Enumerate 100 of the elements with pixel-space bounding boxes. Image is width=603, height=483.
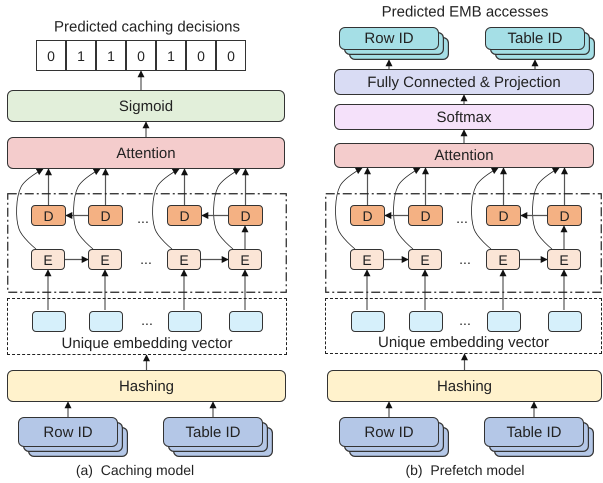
decoder-box: D bbox=[408, 205, 443, 226]
projection-layer: Fully Connected & Projection bbox=[334, 69, 594, 95]
arrow bbox=[561, 167, 568, 205]
arrow bbox=[16, 168, 44, 250]
embedding-region bbox=[325, 298, 602, 354]
arrow bbox=[520, 256, 548, 263]
ellipsis: ... bbox=[140, 252, 152, 266]
embedding-box bbox=[229, 311, 263, 332]
ellipsis: ... bbox=[459, 252, 471, 266]
arrow bbox=[210, 401, 216, 417]
arrow bbox=[142, 121, 150, 137]
ellipsis: ... bbox=[459, 313, 471, 327]
decoder-box: D bbox=[486, 205, 521, 226]
arrow bbox=[386, 59, 392, 69]
arrow bbox=[143, 354, 150, 370]
output-cell: 0 bbox=[216, 40, 246, 71]
ellipsis: ... bbox=[141, 313, 153, 327]
arrow bbox=[73, 168, 101, 250]
arrow bbox=[500, 167, 507, 205]
arrow bbox=[44, 269, 52, 310]
arrow bbox=[532, 59, 538, 69]
region-caption: Unique embedding vector bbox=[62, 336, 232, 351]
arrow bbox=[102, 168, 109, 205]
embedding-box bbox=[487, 311, 521, 332]
arrow bbox=[180, 269, 188, 310]
arrow bbox=[530, 401, 538, 417]
arrow bbox=[242, 168, 249, 205]
ellipsis: ... bbox=[456, 211, 468, 225]
region-caption: Unique embedding vector bbox=[378, 335, 549, 350]
hashing-layer: Hashing bbox=[7, 370, 286, 402]
embedding-box bbox=[351, 311, 385, 332]
arrow bbox=[242, 225, 248, 249]
embedding-region bbox=[7, 298, 287, 355]
arrow bbox=[461, 353, 468, 370]
decoder-box: D bbox=[167, 205, 202, 226]
arrow bbox=[335, 168, 363, 250]
heading-label: Predicted EMB accesses bbox=[382, 4, 548, 20]
decoder-box: D bbox=[547, 205, 582, 226]
arrow bbox=[242, 269, 248, 310]
encoder-box: E bbox=[228, 249, 262, 270]
arrow bbox=[560, 269, 568, 310]
attention-layer: Attention bbox=[334, 143, 594, 168]
softmax-layer: Softmax bbox=[334, 104, 594, 130]
decoder-box: D bbox=[88, 205, 123, 226]
output-cell: 0 bbox=[36, 40, 66, 71]
caption: (a) Caching model bbox=[76, 463, 194, 477]
arrow bbox=[102, 269, 108, 310]
caption: (b) Prefetch model bbox=[405, 463, 525, 477]
arrow bbox=[471, 168, 499, 250]
arrow bbox=[500, 269, 506, 310]
encoder-box: E bbox=[88, 249, 122, 270]
output-cell: 1 bbox=[156, 40, 186, 71]
arrow bbox=[560, 225, 568, 249]
decoder-box: D bbox=[350, 205, 385, 226]
embedding-box bbox=[548, 311, 582, 332]
arrow bbox=[422, 269, 428, 310]
arrow bbox=[460, 129, 468, 143]
arrow bbox=[364, 167, 371, 205]
embedding-box bbox=[409, 311, 443, 332]
embedding-box bbox=[89, 311, 123, 332]
arrow bbox=[64, 401, 72, 417]
embedding-box bbox=[168, 311, 202, 332]
arrow bbox=[364, 269, 370, 310]
heading-label: Predicted caching decisions bbox=[54, 20, 240, 34]
ellipsis: ... bbox=[137, 211, 149, 225]
encoder-decoder-region bbox=[325, 193, 602, 293]
arrow bbox=[45, 168, 52, 205]
encoder-box: E bbox=[486, 249, 520, 270]
decoder-box: D bbox=[31, 205, 66, 226]
arrow bbox=[422, 167, 429, 205]
encoder-box: E bbox=[31, 249, 65, 270]
hashing-layer: Hashing bbox=[327, 370, 602, 402]
output-cell: 0 bbox=[186, 40, 216, 71]
arrow bbox=[201, 212, 228, 219]
arrow bbox=[393, 168, 421, 250]
sigmoid-layer: Sigmoid bbox=[7, 90, 285, 122]
encoder-box: E bbox=[408, 249, 442, 270]
arrow bbox=[65, 256, 89, 263]
arrow bbox=[460, 94, 468, 104]
decoder-box: D bbox=[228, 205, 263, 226]
arrow bbox=[181, 168, 188, 205]
arrow bbox=[138, 70, 144, 90]
arrow bbox=[384, 256, 409, 263]
embedding-box bbox=[32, 311, 66, 332]
attention-layer: Attention bbox=[7, 137, 285, 169]
arrow bbox=[65, 212, 88, 219]
arrow bbox=[201, 256, 229, 263]
encoder-box: E bbox=[350, 249, 384, 270]
arrow bbox=[213, 168, 241, 250]
encoder-box: E bbox=[547, 249, 581, 270]
arrow bbox=[386, 401, 392, 417]
output-cell: 0 bbox=[126, 40, 156, 71]
arrow bbox=[384, 212, 408, 219]
arrow bbox=[152, 168, 180, 250]
output-cell: 1 bbox=[66, 40, 96, 71]
encoder-box: E bbox=[167, 249, 201, 270]
arrow bbox=[532, 168, 560, 250]
output-cell: 1 bbox=[96, 40, 126, 71]
arrow bbox=[520, 212, 547, 219]
encoder-decoder-region bbox=[7, 193, 287, 293]
